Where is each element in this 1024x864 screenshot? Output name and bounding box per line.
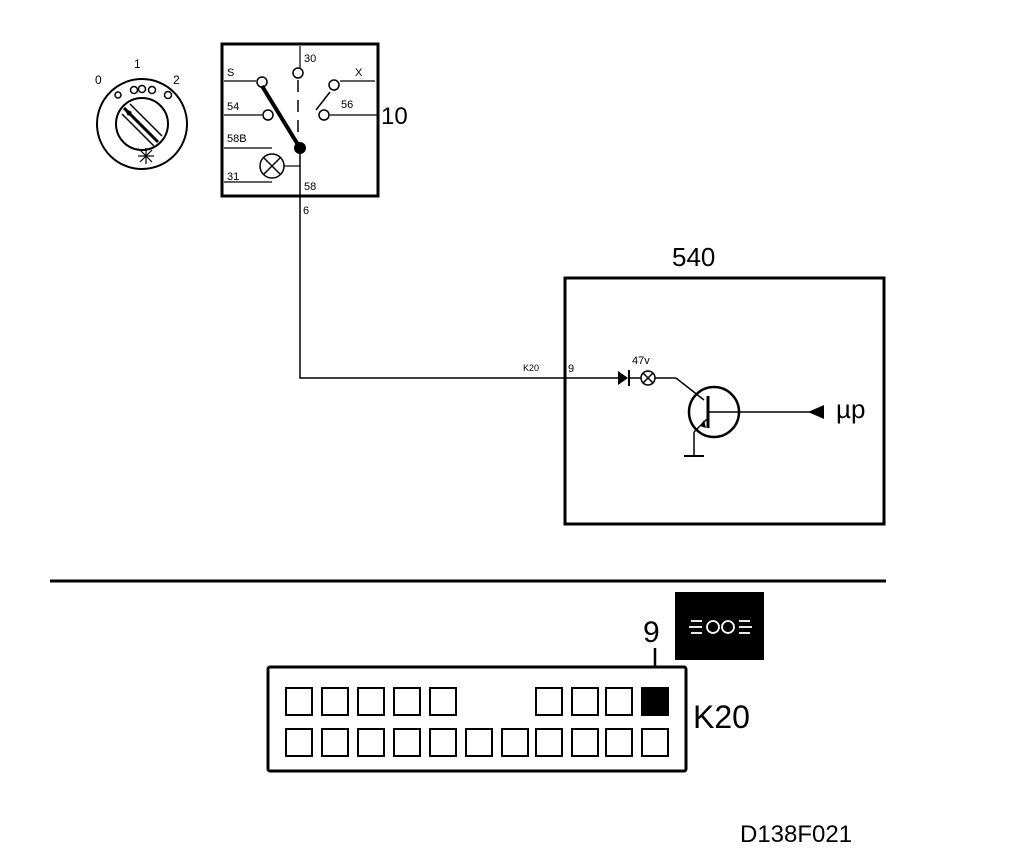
diode-icon xyxy=(618,370,630,386)
connector-slot xyxy=(357,687,385,716)
arrow-icon xyxy=(808,405,824,419)
wire-58-to-k20: 6 xyxy=(299,196,565,379)
connector-pin-label: 9 xyxy=(643,616,660,649)
connector-slot xyxy=(501,728,529,757)
connector-slot xyxy=(535,728,563,757)
terminal-58b-label: 58B xyxy=(227,133,247,145)
connector-slot xyxy=(357,728,385,757)
position-label-2: 2 xyxy=(173,73,180,87)
connector-name-label: K20 xyxy=(693,699,750,735)
connector-slot xyxy=(285,687,313,716)
terminal-30-label: 30 xyxy=(304,53,316,65)
connector-slot xyxy=(605,687,633,716)
connector-slot xyxy=(571,728,599,757)
terminal-56-label: 56 xyxy=(341,99,353,111)
indicator-lamp-icon xyxy=(640,370,656,386)
connector-slot xyxy=(321,728,349,757)
module-540: 540 K20 9 47v µp xyxy=(523,242,886,526)
headlamp-icon xyxy=(689,620,752,634)
microprocessor-label: µp xyxy=(836,394,865,424)
connector-slot xyxy=(535,687,563,716)
terminal-x-label: X xyxy=(355,67,363,79)
terminal-54-label: 54 xyxy=(227,101,239,113)
wire-number-label: 6 xyxy=(303,205,309,217)
connector-housing xyxy=(266,665,688,773)
connector-slot xyxy=(321,687,349,716)
diagram-id: D138F021 xyxy=(740,821,852,848)
connector-label: K20 xyxy=(523,363,539,373)
transistor-icon xyxy=(675,377,822,457)
connector-slot xyxy=(429,687,457,716)
connector-view: 9 K20 xyxy=(266,592,764,773)
connector-slot xyxy=(285,728,313,757)
pin-label: 9 xyxy=(568,363,574,375)
top-row xyxy=(285,687,669,716)
lamp-label: 47v xyxy=(632,355,650,367)
position-label-1: 1 xyxy=(134,57,141,71)
terminal-58-label: 58 xyxy=(304,181,316,193)
connector-slot xyxy=(393,728,421,757)
switch-reference: 10 xyxy=(381,103,408,130)
switch-box: 30 S X 54 56 58B 31 58 10 xyxy=(220,42,408,198)
terminal-s-label: S xyxy=(227,67,234,79)
connector-slot xyxy=(571,687,599,716)
connector-slot xyxy=(465,728,493,757)
terminal-31-label: 31 xyxy=(227,171,239,183)
connector-slot xyxy=(429,728,457,757)
position-label-0: 0 xyxy=(95,73,102,87)
connector-slot xyxy=(605,728,633,757)
light-switch-knob: 0 1 2 xyxy=(95,57,188,170)
connector-slot xyxy=(393,687,421,716)
asterisk-icon xyxy=(138,148,154,164)
connector-slot xyxy=(641,728,669,757)
connector-slot-highlighted xyxy=(641,687,669,716)
position-icons xyxy=(114,84,173,100)
bottom-row xyxy=(285,728,669,757)
module-reference: 540 xyxy=(672,242,715,272)
